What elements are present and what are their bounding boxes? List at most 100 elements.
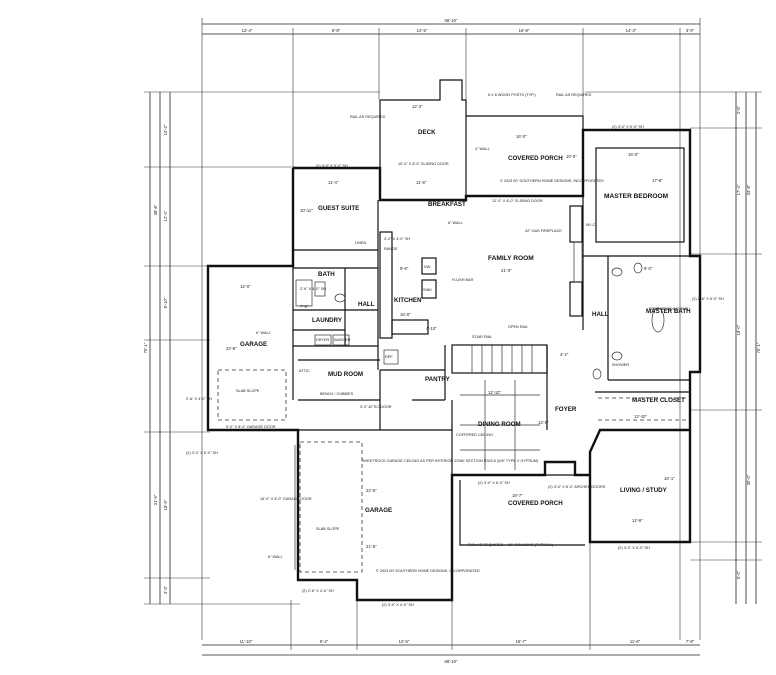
dim-overall-top: 68'-10" [445, 18, 459, 23]
dim-left-2: 12'-4" [163, 210, 168, 221]
room-living-study: LIVING / STUDY [620, 487, 668, 494]
note-rail-right: RAIL AS REQUIRED [556, 93, 592, 97]
room-hall-1: HALL [358, 301, 375, 308]
dim-kitchen-island: 4'-10" [426, 326, 437, 331]
note-columns: 10" COLUMNS (TYPICAL) [508, 543, 554, 547]
note-arched-doors: (2) 3'-0" X 8'-0" ARCHED DOORS [548, 485, 606, 489]
dim-left-4: 18'-5" [163, 499, 168, 510]
note-stair-rail: STAIR RAIL [472, 335, 492, 339]
note-rail-front: RAIL AS REQUIRED [468, 543, 504, 547]
note-washer: WASHER [334, 338, 351, 342]
dim-bottom-2: 9'-4" [320, 639, 329, 644]
note-six-wall-bottom: 6" WALL [268, 555, 283, 559]
dim-right-outer-b: 30'-0" [746, 474, 751, 485]
dim-stair-w: 4'-2" [560, 352, 569, 357]
note-window-garage-front: (2) 3'-0" X 4'-0" SH [382, 603, 414, 607]
dim-bottom-6: 7'-8" [686, 639, 695, 644]
note-window-bedroom-top: (2) 3'-0" X 5'-0" SH [186, 451, 218, 455]
dim-bottom-4: 16'-7" [516, 639, 527, 644]
note-window-bath: 2'-6" X 4'-0" SH [300, 287, 326, 291]
note-sliding-door-top: 10'-0" X 8'-0" SLIDING DOOR [398, 162, 449, 166]
dim-left-3: 8'-10" [163, 297, 168, 308]
note-garage-door-top: 9'-0" X 8'-0" GARAGE DOOR [226, 425, 276, 429]
dim-living-h: 16'-1" [664, 476, 675, 481]
dim-guest-h: 10'-11" [300, 208, 313, 213]
note-flush-bar: FLUSH BAR [452, 278, 474, 282]
room-covered-porch-front: COVERED PORCH [508, 500, 563, 507]
dim-right-outer-a: 33'-8" [746, 184, 751, 195]
room-deck: DECK [418, 129, 436, 136]
note-window-guest: (2) 3'-0" X 5'-0" SH [316, 164, 348, 168]
note-garage-window: 2'-6" X 4'-0" SH [186, 397, 212, 401]
room-guest-suite: GUEST SUITE [318, 205, 359, 212]
dim-right-1: 2'-5" [736, 105, 741, 114]
room-garage-bottom: GARAGE [365, 507, 392, 514]
dim-garage-bottom-h: 22'-5" [366, 488, 377, 493]
note-attic-door: 3'-0" ATTIC DOOR [360, 405, 392, 409]
dim-right-3: 18'-0" [736, 324, 741, 335]
dim-top-4: 16'-8" [519, 28, 530, 33]
note-six-wall: 6" WALL [448, 221, 463, 225]
dim-porch-h: 10'-0" [566, 154, 577, 159]
dim-bottom-5: 11'-6" [630, 639, 641, 644]
dim-garage-top-h: 22'-8" [226, 346, 237, 351]
dim-top-6: 3'-0" [686, 28, 695, 33]
dim-left-1: 10'-2" [163, 124, 168, 135]
dim-top-2: 8'-8" [332, 28, 341, 33]
room-kitchen: KITCHEN [394, 297, 422, 304]
note-posts: 6 X 6 WOOD POSTS (TYP.) [488, 93, 536, 97]
dim-dining-w: 12'-10" [488, 390, 502, 395]
note-gas-fireplace: 42" GAS FIREPLACE [525, 229, 562, 233]
room-hall-2: HALL [592, 311, 609, 318]
note-sliding-door-porch: 12'-0" X 8'-0" SLIDING DOOR [492, 199, 543, 203]
note-window-garage-bottom: (2) 2'-6" X 4'-0" SH [302, 589, 334, 593]
dim-family-w: 21'-0" [501, 268, 512, 273]
dim-bed-w: 16'-0" [628, 152, 639, 157]
room-laundry: LAUNDRY [312, 317, 343, 324]
dim-deck-w: 12'-3" [412, 104, 423, 109]
note-linen: LINEN [355, 241, 366, 245]
room-family-room: FAMILY ROOM [488, 255, 534, 262]
note-attic: ATTIC [299, 369, 310, 373]
dim-kitchen-h: 15'-0" [400, 312, 411, 317]
room-master-closet: MASTER CLOSET [632, 397, 685, 404]
note-copyright-bottom: © 2023 BY SOUTHERN HOME DESIGNS, INCORPO… [376, 569, 480, 573]
note-coffered: COFFERED CEILING [456, 433, 493, 437]
room-garage-top: GARAGE [240, 341, 267, 348]
dim-right-2: 17'-4" [736, 184, 741, 195]
room-pantry: PANTRY [425, 376, 451, 383]
note-refrigerator: REF. [385, 355, 393, 359]
dim-left-5: 3'-3" [163, 585, 168, 594]
dim-guest-w: 11'-4" [328, 180, 339, 185]
room-master-bath: MASTER BATH [646, 308, 691, 315]
note-window-living: (2) 3'-0" X 6'-0" SH [618, 546, 650, 550]
dim-breakfast-w: 11'-6" [416, 180, 427, 185]
interior-walls [292, 100, 690, 475]
dim-top-1: 12'-4" [242, 28, 253, 33]
dim-bottom-1: 11'-10" [240, 639, 253, 644]
note-rail-left: RAIL AS REQUIRED [350, 115, 386, 119]
note-kitchen-window: 4'-0" X 4'-0" SH [384, 237, 410, 241]
note-copyright-top: © 2023 BY SOUTHERN HOME DESIGNS, INCORPO… [500, 179, 604, 183]
dim-living-w: 12'-6" [632, 518, 643, 523]
exterior-walls [206, 79, 702, 602]
dim-right-4: 5'-0" [736, 570, 741, 579]
dim-closet-w: 12'-10" [634, 414, 648, 419]
dim-left-outer-a: 38'-8" [153, 204, 158, 215]
room-dining-room: DINING ROOM [478, 421, 521, 428]
dim-left-outer-b: 31'-5" [153, 494, 158, 505]
note-free-standing-tub: FREE STANDING TUB [649, 307, 689, 311]
room-bath: BATH [318, 271, 335, 278]
note-wic: W.I.C. [586, 223, 596, 227]
note-shower: SHOWER [612, 363, 629, 367]
dim-overall-left: 70'-1" [143, 342, 148, 353]
note-bench-cubbies: BENCH / CUBBIES [320, 392, 354, 396]
room-mud-room: MUD ROOM [328, 371, 363, 378]
note-window-master: (2) 3'-0" X 5'-0" SH [612, 125, 644, 129]
note-open-rail: OPEN RAIL [508, 325, 528, 329]
note-range: RANGE [384, 247, 398, 251]
dim-master-bath-w: 8'-0" [644, 266, 653, 271]
room-master-bedroom: MASTER BEDROOM [604, 193, 669, 200]
dim-top-3: 12'-5" [417, 28, 428, 33]
